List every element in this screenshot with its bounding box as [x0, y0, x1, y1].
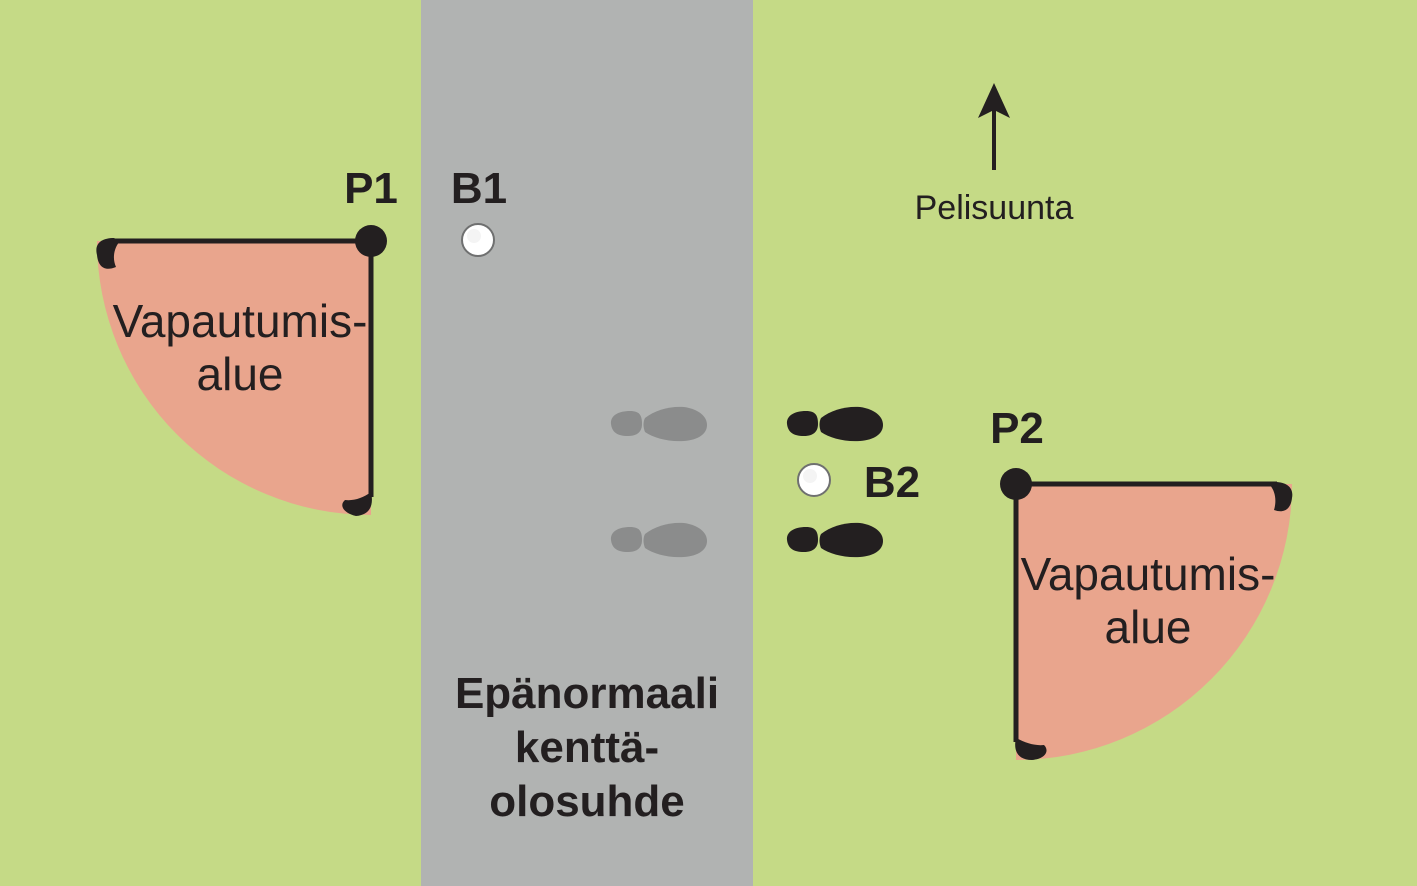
relief-area-right: Vapautumis- alue	[1000, 468, 1293, 760]
relief-area-left-fill	[97, 241, 371, 515]
relief-area-right-label-2: alue	[1105, 601, 1192, 653]
reference-point-p2-marker	[1000, 468, 1032, 500]
relief-area-left-label-1: Vapautumis-	[113, 295, 368, 347]
tee-peg-icon	[342, 492, 372, 516]
abnormal-area-label-2: kenttä-	[515, 723, 659, 772]
reference-point-p1-label: P1	[344, 164, 398, 213]
shoe-print-icon	[786, 522, 883, 558]
shoe-print-icon	[786, 406, 883, 442]
golf-ball-icon	[461, 223, 495, 257]
reference-point-p2-label: P2	[990, 404, 1044, 453]
tee-peg-icon	[1269, 482, 1293, 512]
golf-ball-icon	[797, 463, 831, 497]
direction-of-play-label: Pelisuunta	[915, 189, 1074, 227]
ball-b1-label: B1	[451, 164, 507, 213]
abnormal-area-label-1: Epänormaali	[455, 669, 719, 718]
relief-area-left-label-2: alue	[197, 348, 284, 400]
arrow-up-icon	[978, 83, 1010, 170]
ball-b2-label: B2	[864, 458, 920, 507]
relief-area-left: Vapautumis- alue	[96, 225, 387, 516]
relief-area-right-fill	[1016, 484, 1292, 760]
tee-peg-icon	[96, 238, 120, 269]
abnormal-course-condition-area	[421, 0, 753, 886]
abnormal-area-label-3: olosuhde	[489, 777, 685, 826]
shoe-print-icon	[610, 522, 707, 558]
tee-peg-icon	[1015, 738, 1047, 760]
shoe-print-icon	[610, 406, 707, 442]
reference-point-p1-marker	[355, 225, 387, 257]
relief-area-right-label-1: Vapautumis-	[1021, 548, 1276, 600]
